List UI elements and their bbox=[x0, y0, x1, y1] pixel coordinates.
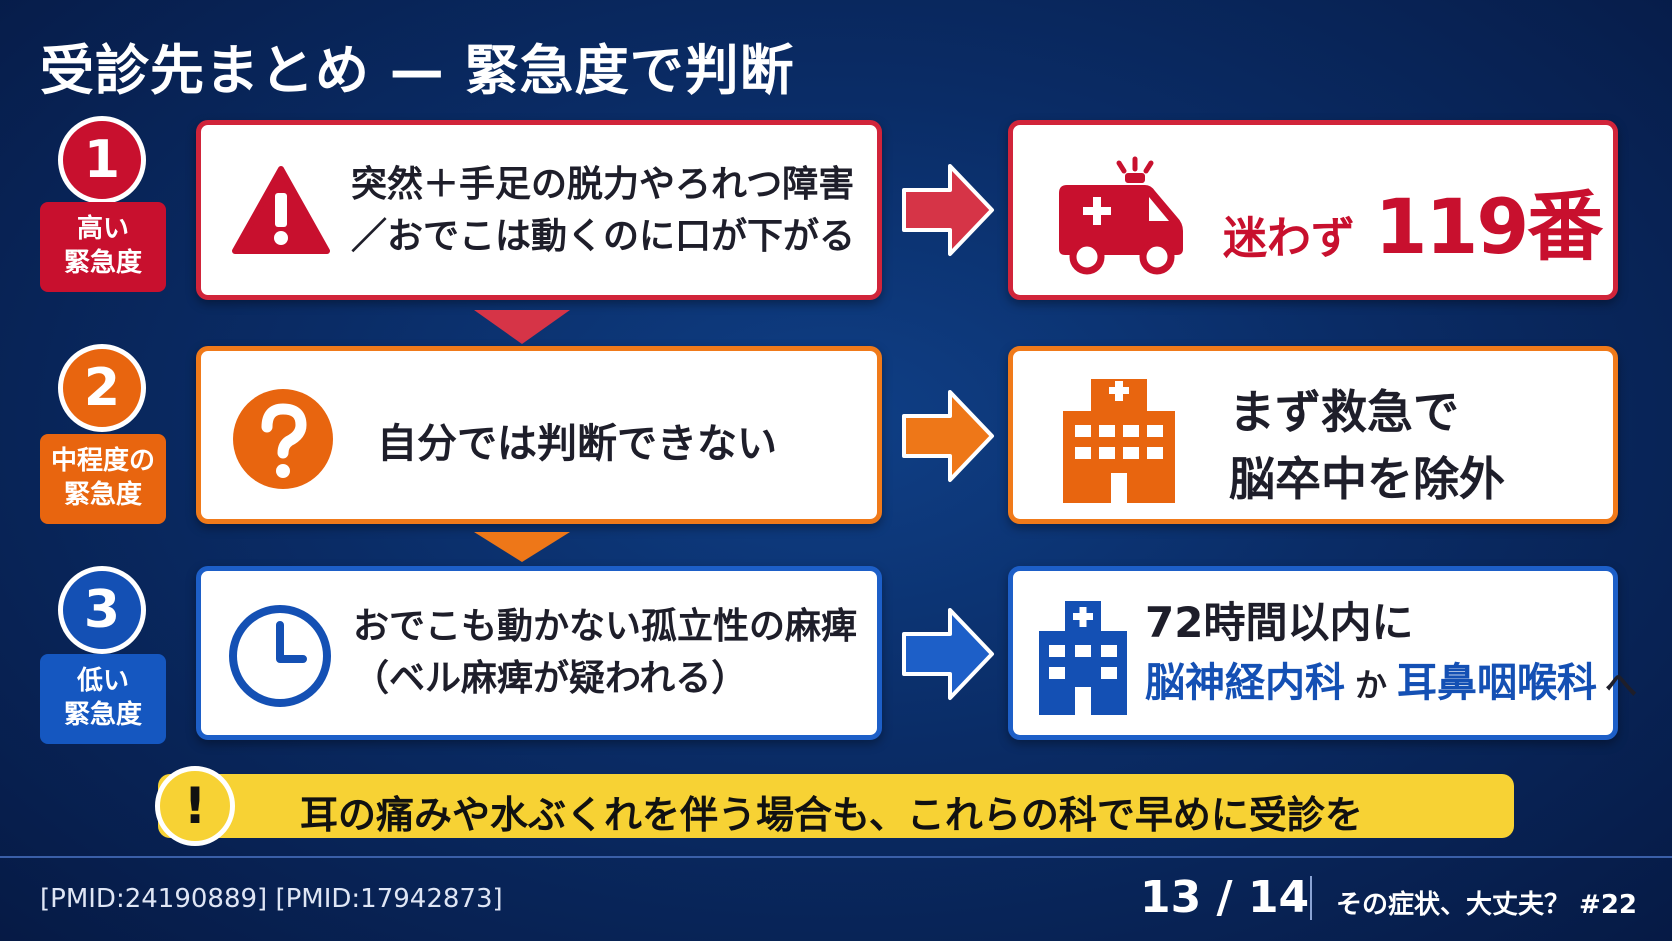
footer-references: [PMID:24190889] [PMID:17942873] bbox=[40, 884, 503, 914]
action-line1: 72時間以内に bbox=[1145, 598, 1414, 647]
connector-text: か bbox=[1355, 665, 1388, 704]
condition-card-1: 突然＋手足の脱力やろれつ障害 ／おでこは動くのに口が下がる bbox=[196, 120, 882, 300]
department-neurology: 脳神経内科 bbox=[1145, 659, 1345, 706]
note-banner bbox=[158, 774, 1514, 838]
urgency-level-line1: 中程度の bbox=[50, 446, 155, 477]
note-text: 耳の痛みや水ぶくれを伴う場合も、これらの科で早めに受診を bbox=[300, 793, 1363, 837]
condition-text-1: 突然＋手足の脱力やろれつ障害 ／おでこは動くのに口が下がる bbox=[351, 159, 855, 263]
footer-divider bbox=[0, 856, 1672, 858]
step-number-2: 2 bbox=[58, 344, 146, 432]
urgency-level-line1: 高い bbox=[76, 214, 129, 245]
action-line2: 脳卒中を除外 bbox=[1229, 451, 1505, 506]
ambulance-icon bbox=[1059, 156, 1183, 275]
clock-icon bbox=[229, 605, 331, 707]
emergency-number: 119番 bbox=[1374, 182, 1604, 271]
page-title: 受診先まとめ — 緊急度で判断 bbox=[40, 39, 795, 102]
action-text-2: まず救急で 脳卒中を除外 bbox=[1229, 379, 1505, 512]
series-title: その症状、大丈夫？ #22 bbox=[1336, 890, 1638, 920]
step-number-3: 3 bbox=[58, 566, 146, 654]
down-arrow-icon bbox=[474, 532, 570, 562]
condition-line2: （ベル麻痺が疑われる） bbox=[353, 658, 748, 700]
question-circle-icon bbox=[233, 389, 333, 489]
action-text-1: 迷わず 119番 bbox=[1223, 165, 1604, 275]
action-line2: 脳神経内科か耳鼻咽喉科へ bbox=[1145, 654, 1637, 712]
urgency-level-line2: 緊急度 bbox=[63, 700, 142, 730]
page-number: 13 / 14 bbox=[1140, 872, 1310, 923]
urgency-level-line2: 緊急度 bbox=[63, 480, 142, 510]
arrow-right-icon bbox=[902, 608, 994, 700]
urgency-level-low: 低い 緊急度 bbox=[40, 654, 166, 744]
footer-separator bbox=[1310, 876, 1312, 920]
condition-text-3: おでこも動かない孤立性の麻痺 （ベル麻痺が疑われる） bbox=[353, 601, 857, 705]
action-line1: まず救急で bbox=[1229, 385, 1459, 439]
condition-line1: 突然＋手足の脱力やろれつ障害 bbox=[351, 164, 855, 205]
action-card-2: まず救急で 脳卒中を除外 bbox=[1008, 346, 1618, 524]
exclamation-icon: ! bbox=[155, 766, 235, 846]
down-arrow-icon bbox=[474, 310, 570, 344]
urgency-level-line2: 緊急度 bbox=[63, 248, 142, 278]
condition-card-3: おでこも動かない孤立性の麻痺 （ベル麻痺が疑われる） bbox=[196, 566, 882, 740]
step-number-1: 1 bbox=[58, 116, 146, 204]
action-prefix: 迷わず bbox=[1223, 213, 1355, 264]
arrow-right-icon bbox=[902, 164, 994, 256]
condition-line2: ／おでこは動くのに口が下がる bbox=[351, 216, 856, 258]
urgency-level-high: 高い 緊急度 bbox=[40, 202, 166, 292]
condition-line1: おでこも動かない孤立性の麻痺 bbox=[353, 606, 858, 647]
action-card-1: 迷わず 119番 bbox=[1008, 120, 1618, 300]
suffix-text: へ bbox=[1605, 665, 1638, 704]
department-ent: 耳鼻咽喉科 bbox=[1397, 659, 1598, 706]
hospital-icon bbox=[1063, 379, 1175, 503]
clinic-icon bbox=[1039, 601, 1127, 715]
action-text-3: 72時間以内に 脳神経内科か耳鼻咽喉科へ bbox=[1145, 593, 1637, 712]
urgency-level-mid: 中程度の 緊急度 bbox=[40, 434, 166, 524]
arrow-right-icon bbox=[902, 390, 994, 482]
condition-text-2: 自分では判断できない bbox=[377, 421, 777, 467]
urgency-level-line1: 低い bbox=[76, 666, 129, 697]
action-card-3: 72時間以内に 脳神経内科か耳鼻咽喉科へ bbox=[1008, 566, 1637, 740]
warning-triangle-icon bbox=[232, 166, 330, 254]
condition-card-2: 自分では判断できない bbox=[196, 346, 882, 524]
